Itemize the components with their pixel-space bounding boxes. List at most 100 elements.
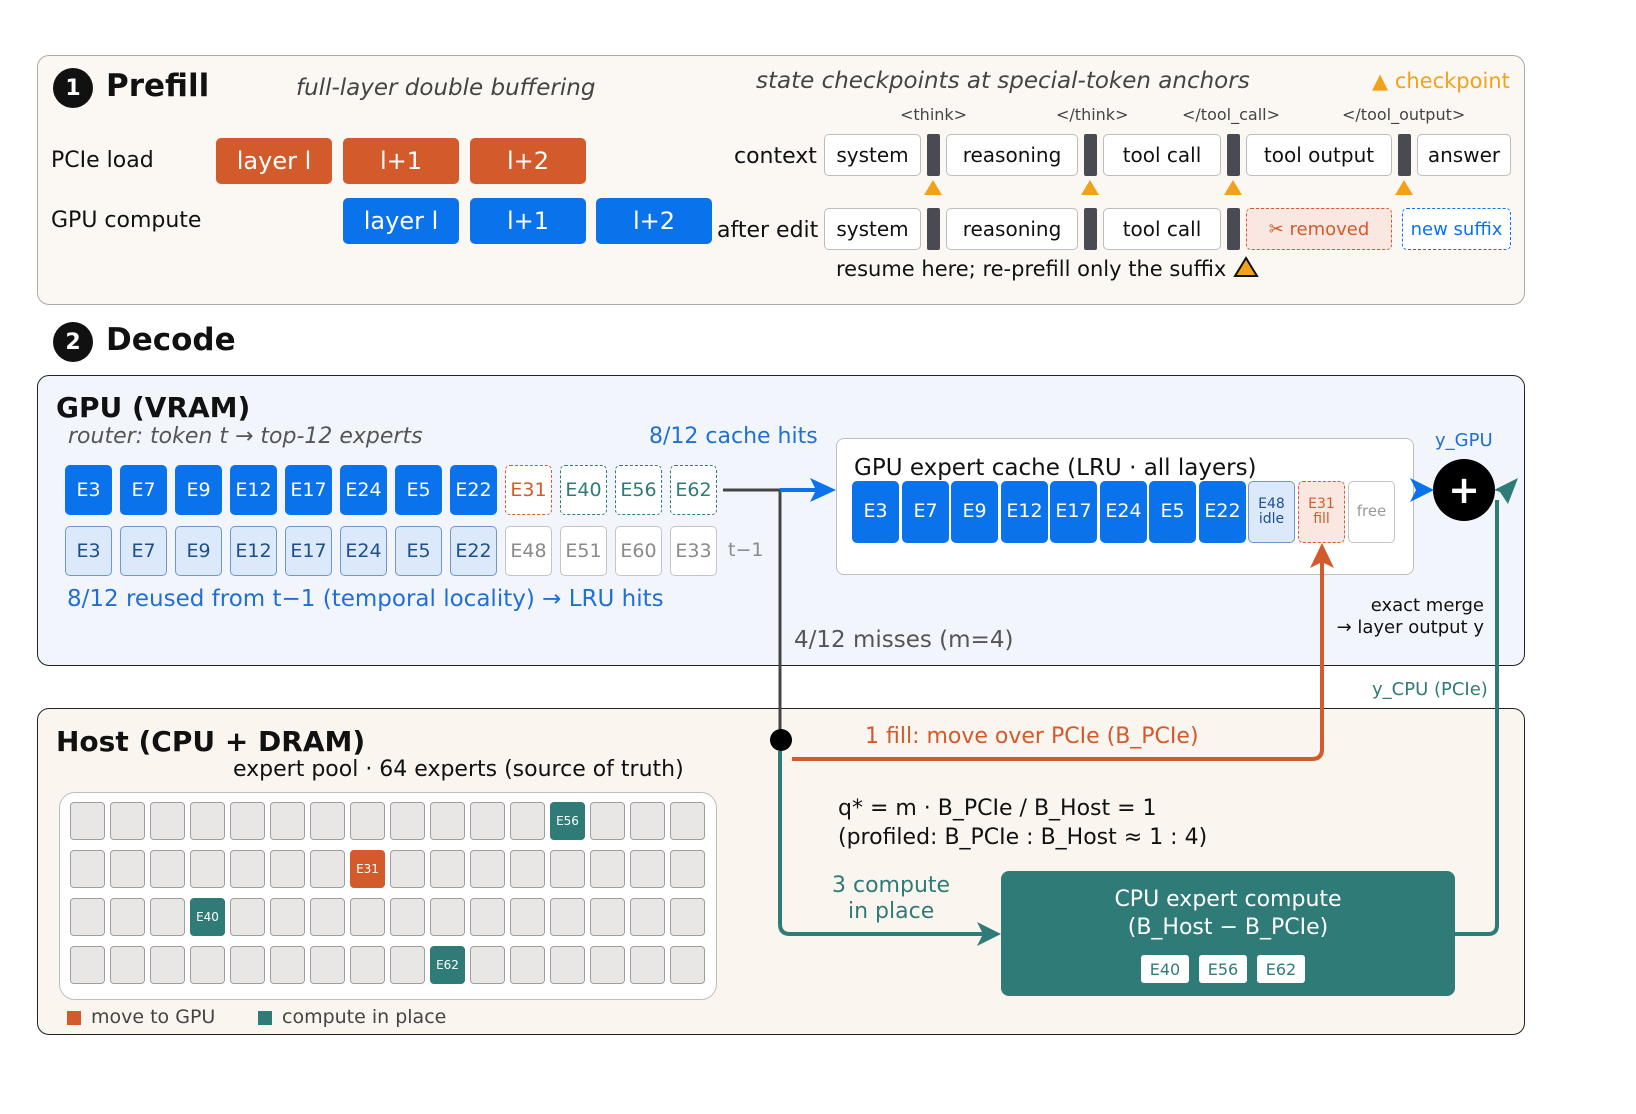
previous-token-label: t−1 (728, 539, 764, 561)
previous-expert: E51 (560, 526, 607, 576)
pcie-load-label: PCIe load (51, 148, 154, 173)
expert-pool-cell (590, 802, 625, 840)
y-cpu-arrow (1455, 500, 1499, 936)
expert-pool-cell-highlighted: E62 (430, 946, 465, 984)
merge-text-line2: → layer output y (1336, 617, 1484, 638)
expert-pool-cell (270, 802, 305, 840)
expert-pool-cell (670, 802, 705, 840)
context-segment-tool-output: tool output (1246, 134, 1392, 176)
expert-pool-cell-highlighted: E56 (550, 802, 585, 840)
gpu-block-next2: l+2 (596, 198, 712, 244)
expert-pool-cell (70, 898, 105, 936)
gpu-block-next: l+1 (470, 198, 586, 244)
new-suffix-segment: new suffix (1402, 208, 1511, 250)
cache-slot-fill: E31 fill (1298, 481, 1345, 543)
cache-slot: E5 (1149, 481, 1196, 543)
resume-text: resume here; re-prefill only the suffix (836, 257, 1227, 281)
after-segment-tool-call: tool call (1103, 208, 1221, 250)
expert-pool-cell (70, 850, 105, 888)
expert-pool-cell-highlighted: E31 (350, 850, 385, 888)
checkpoint-marker (924, 180, 942, 195)
legend-compute-label: compute in place (282, 1006, 447, 1028)
expert-pool-cell (150, 946, 185, 984)
expert-pool-cell (110, 898, 145, 936)
gpu-compute-label: GPU compute (51, 208, 202, 233)
expert-pool-cell (630, 802, 665, 840)
expert-pool-cell (350, 802, 385, 840)
expert-pool-cell (150, 850, 185, 888)
expert-pool-cell (310, 802, 345, 840)
expert-pool-cell (390, 946, 425, 984)
expert-pool-cell (150, 898, 185, 936)
prefill-badge: 1 (53, 68, 93, 108)
cache-slot-free: free (1348, 481, 1395, 543)
checkpoint-marker (1224, 180, 1242, 195)
anchor-end-tool-output: </tool_output> (1342, 105, 1466, 124)
cache-slot: E22 (1199, 481, 1246, 543)
expert-pool-cell (390, 802, 425, 840)
expert-pool-cell (550, 850, 585, 888)
fill-pcie-arrow (792, 562, 1324, 761)
expert-pool-cell (390, 898, 425, 936)
expert-pool-cell (150, 802, 185, 840)
previous-expert: E60 (615, 526, 662, 576)
misses-text: 4/12 misses (m=4) (794, 627, 1014, 653)
split-point (770, 729, 792, 751)
expert-pool-cell (470, 850, 505, 888)
expert-pool-cell (470, 946, 505, 984)
merge-text-line1: exact merge (1370, 595, 1484, 616)
expert-pool-cell (230, 850, 265, 888)
context-anchor-bar (927, 134, 940, 176)
router-expert: E7 (120, 465, 167, 515)
context-anchor-bar (1398, 134, 1411, 176)
expert-pool-cell (70, 946, 105, 984)
miss-route-line (723, 488, 782, 740)
expert-pool-cell (590, 946, 625, 984)
fill-pcie-arrowhead (1310, 543, 1334, 568)
router-expert-miss: E40 (560, 465, 607, 515)
expert-pool-cell (390, 850, 425, 888)
expert-pool-cell (670, 946, 705, 984)
expert-pool-cell (190, 802, 225, 840)
expert-pool-cell (310, 946, 345, 984)
anchor-end-tool-call: </tool_call> (1182, 105, 1280, 124)
expert-pool-cell (550, 946, 585, 984)
expert-pool-cell (230, 898, 265, 936)
idle-slot-label: E48 (1258, 496, 1285, 513)
previous-expert: E12 (230, 526, 277, 576)
after-anchor-bar (1227, 208, 1240, 250)
expert-pool-cell (430, 802, 465, 840)
expert-pool-cell (110, 946, 145, 984)
after-anchor-bar (1084, 208, 1097, 250)
cache-slot: E9 (951, 481, 998, 543)
expert-pool-cell (550, 898, 585, 936)
compute-in-place-arrowhead (977, 922, 1001, 946)
expert-pool-cell (110, 802, 145, 840)
expert-pool-cell (190, 946, 225, 984)
previous-expert: E5 (395, 526, 442, 576)
expert-pool-cell (430, 850, 465, 888)
after-segment-reasoning: reasoning (946, 208, 1078, 250)
expert-pool-cell (70, 802, 105, 840)
anchor-end-think: </think> (1056, 105, 1129, 124)
expert-pool-cell (110, 850, 145, 888)
gpu-cache-title: GPU expert cache (LRU · all layers) (854, 455, 1257, 481)
expert-pool-cell (670, 898, 705, 936)
expert-pool-cell (510, 946, 545, 984)
cpu-chip: E62 (1257, 955, 1305, 983)
idle-slot-sub: idle (1258, 511, 1285, 527)
compute-text-line1: 3 compute (832, 873, 951, 898)
expert-pool-cell (670, 850, 705, 888)
previous-expert: E7 (120, 526, 167, 576)
cache-slot: E24 (1100, 481, 1147, 543)
expert-pool-cell (350, 898, 385, 936)
formula-line1: q* = m · B_PCIe / B_Host = 1 (838, 796, 1157, 821)
fill-slot-sub: fill (1313, 511, 1330, 527)
expert-pool-cell (630, 946, 665, 984)
context-segment-tool-call: tool call (1103, 134, 1221, 176)
after-edit-label: after edit (717, 218, 819, 243)
y-cpu-label: y_CPU (PCIe) (1372, 679, 1488, 700)
router-expert: E24 (340, 465, 387, 515)
pcie-block-next2: l+2 (470, 138, 586, 184)
